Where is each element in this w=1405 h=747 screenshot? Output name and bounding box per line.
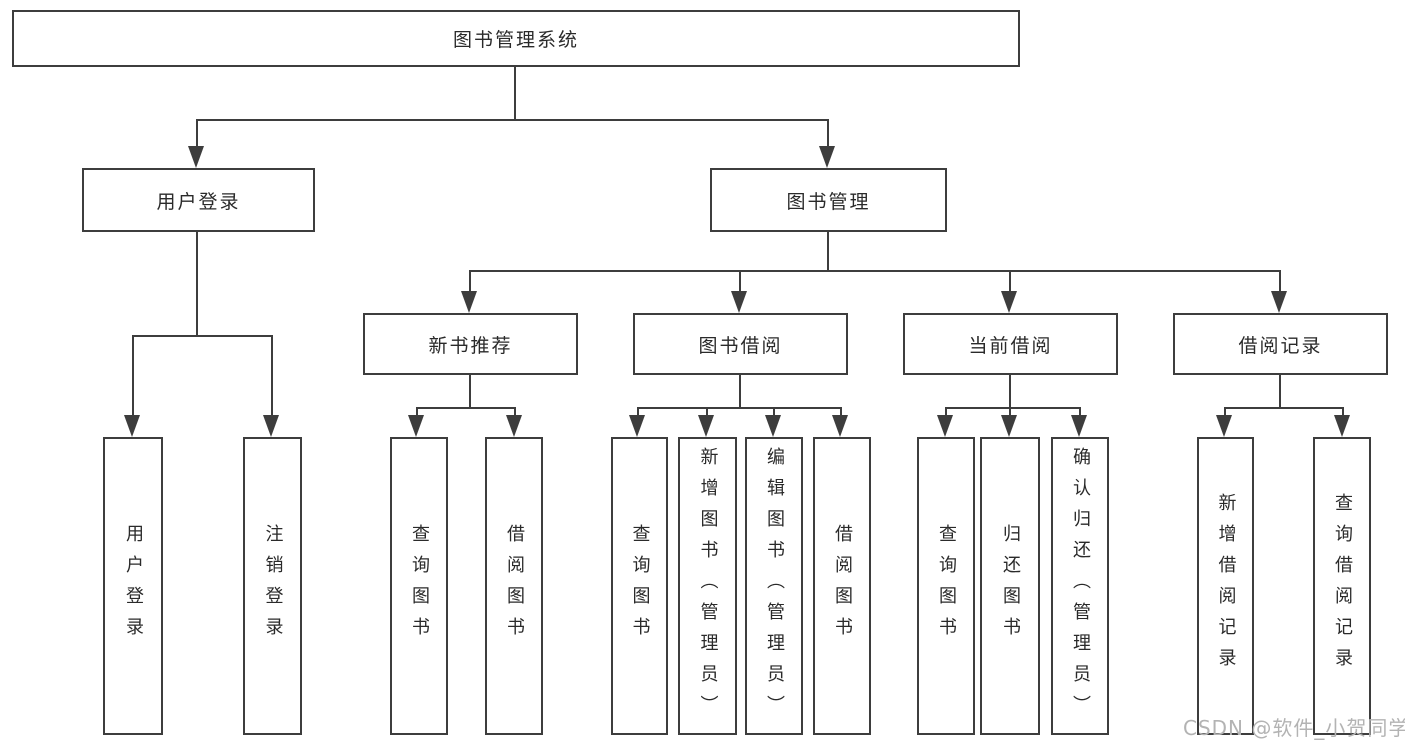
leaf-user-login: 用户登录 (103, 437, 163, 735)
leaf-logout: 注销登录 (243, 437, 302, 735)
connector-book-mgmt-drop-1 (469, 270, 471, 292)
leaf-add-books-admin-label: 新增图书（管理员） (697, 446, 719, 726)
connector-g1-stem (469, 375, 471, 407)
node-borrowing-records-label: 借阅记录 (1238, 334, 1323, 357)
arrow-down-icon (124, 415, 140, 437)
connector-book-mgmt-stem (827, 232, 829, 270)
connector-root-right-drop (827, 119, 829, 149)
connector-root-stem (514, 67, 516, 119)
connector-user-login-right-drop (271, 335, 273, 415)
leaf-confirm-return-admin: 确认归还（管理员） (1051, 437, 1109, 735)
watermark: CSDN @软件_小贺同学 (1183, 716, 1405, 740)
leaf-user-login-label: 用户登录 (123, 524, 144, 648)
node-borrowing-records: 借阅记录 (1173, 313, 1388, 375)
leaf-borrow-books-recommend: 借阅图书 (485, 437, 543, 735)
connector-g4-stem (1279, 375, 1281, 407)
leaf-add-borrow-record: 新增借阅记录 (1197, 437, 1254, 735)
connector-book-mgmt-drop-4 (1279, 270, 1281, 292)
leaf-query-books-recommend: 查询图书 (390, 437, 448, 735)
connector-user-login-stem (196, 232, 198, 335)
leaf-query-borrow-record: 查询借阅记录 (1313, 437, 1371, 735)
arrow-down-icon (629, 415, 645, 437)
leaf-borrow-books-borrowing-label: 借阅图书 (832, 524, 853, 648)
leaf-query-books-borrowing: 查询图书 (611, 437, 668, 735)
arrow-down-icon (408, 415, 424, 437)
connector-root-left-drop (196, 119, 198, 149)
node-current-borrowing-label: 当前借阅 (968, 334, 1053, 357)
connector-g2-stem (739, 375, 741, 407)
arrow-down-icon (832, 415, 848, 437)
node-user-login-label: 用户登录 (156, 190, 241, 213)
connector-root-split (196, 119, 829, 121)
connector-g4-drop-2 (1342, 407, 1344, 415)
connector-g3-stem (1009, 375, 1011, 407)
connector-g2-drop-4 (840, 407, 842, 415)
arrow-down-icon (1271, 291, 1287, 313)
arrow-down-icon (937, 415, 953, 437)
connector-book-mgmt-drop-2 (739, 270, 741, 292)
arrow-down-icon (263, 415, 279, 437)
node-root-label: 图书管理系统 (452, 29, 579, 51)
node-book-management: 图书管理 (710, 168, 947, 232)
connector-user-login-left-drop (132, 335, 134, 415)
arrow-down-icon (1334, 415, 1350, 437)
connector-g4-split (1224, 407, 1344, 409)
node-new-book-recommendation: 新书推荐 (363, 313, 578, 375)
connector-g1-drop-2 (514, 407, 516, 415)
arrow-down-icon (765, 415, 781, 437)
arrow-down-icon (819, 146, 835, 168)
connector-g4-drop-1 (1224, 407, 1226, 415)
leaf-query-books-recommend-label: 查询图书 (409, 524, 430, 648)
connector-g1-drop-1 (416, 407, 418, 415)
leaf-return-books: 归还图书 (980, 437, 1040, 735)
connector-g3-drop-2 (1009, 407, 1011, 415)
connector-g3-split (945, 407, 1081, 409)
leaf-edit-books-admin-label: 编辑图书（管理员） (764, 446, 785, 726)
connector-g1-split (416, 407, 516, 409)
arrow-down-icon (698, 415, 714, 437)
connector-g2-drop-1 (637, 407, 639, 415)
arrow-down-icon (731, 291, 747, 313)
arrow-down-icon (188, 146, 204, 168)
node-new-book-recommendation-label: 新书推荐 (428, 334, 513, 357)
leaf-borrow-books-borrowing: 借阅图书 (813, 437, 871, 735)
connector-g3-drop-1 (945, 407, 947, 415)
connector-book-mgmt-split (469, 270, 1281, 272)
node-user-login: 用户登录 (82, 168, 315, 232)
leaf-query-books-borrowing-label: 查询图书 (629, 524, 651, 648)
leaf-borrow-books-recommend-label: 借阅图书 (504, 524, 525, 648)
leaf-add-books-admin: 新增图书（管理员） (678, 437, 737, 735)
arrow-down-icon (1071, 415, 1087, 437)
connector-g3-drop-3 (1079, 407, 1081, 415)
connector-book-mgmt-drop-3 (1009, 270, 1011, 292)
node-book-borrowing: 图书借阅 (633, 313, 848, 375)
leaf-edit-books-admin: 编辑图书（管理员） (745, 437, 803, 735)
leaf-confirm-return-admin-label: 确认归还（管理员） (1070, 446, 1091, 726)
arrow-down-icon (1001, 415, 1017, 437)
connector-g2-drop-3 (773, 407, 775, 415)
leaf-query-borrow-record-label: 查询借阅记录 (1332, 493, 1353, 679)
arrow-down-icon (1216, 415, 1232, 437)
leaf-return-books-label: 归还图书 (1000, 524, 1021, 648)
leaf-logout-label: 注销登录 (262, 524, 284, 648)
leaf-add-borrow-record-label: 新增借阅记录 (1215, 493, 1237, 679)
connector-g2-drop-2 (706, 407, 708, 415)
connector-user-login-split (132, 335, 273, 337)
node-book-borrowing-label: 图书借阅 (698, 334, 783, 357)
connector-g2-split (637, 407, 842, 409)
arrow-down-icon (1001, 291, 1017, 313)
node-current-borrowing: 当前借阅 (903, 313, 1118, 375)
node-root: 图书管理系统 (12, 10, 1020, 67)
arrow-down-icon (506, 415, 522, 437)
leaf-query-books-current-label: 查询图书 (936, 524, 957, 648)
leaf-query-books-current: 查询图书 (917, 437, 975, 735)
arrow-down-icon (461, 291, 477, 313)
node-book-management-label: 图书管理 (786, 190, 871, 213)
